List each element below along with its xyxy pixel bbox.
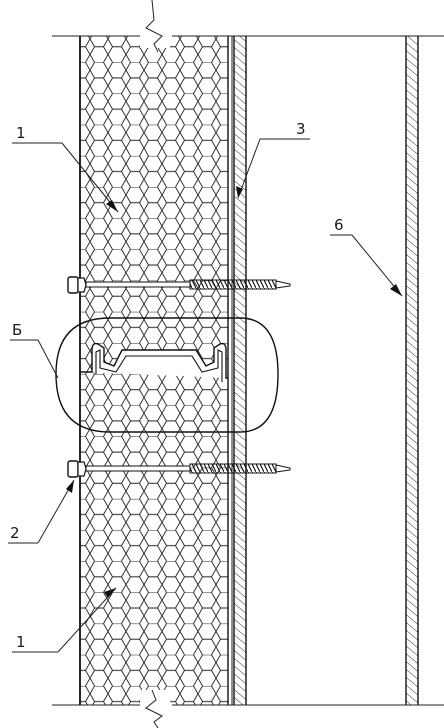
callout-label-3: 3: [296, 120, 306, 138]
break-mark-top: [140, 0, 170, 53]
callout-label-2: 2: [10, 524, 20, 542]
outer-wall: [405, 36, 419, 705]
detail-b-outline: [55, 317, 279, 433]
callout-label-1-bottom: 1: [16, 633, 26, 651]
callout-label-6: 6: [334, 216, 344, 234]
screw-bottom: [67, 460, 291, 478]
break-mark-bottom: [140, 689, 170, 728]
panel-joint: [80, 342, 228, 382]
callout-label-b: Б: [12, 321, 22, 339]
callout-label-1-top: 1: [16, 124, 26, 142]
leader-lines: [8, 138, 403, 653]
screw-top: [67, 276, 291, 294]
steel-sheet: [231, 36, 247, 705]
